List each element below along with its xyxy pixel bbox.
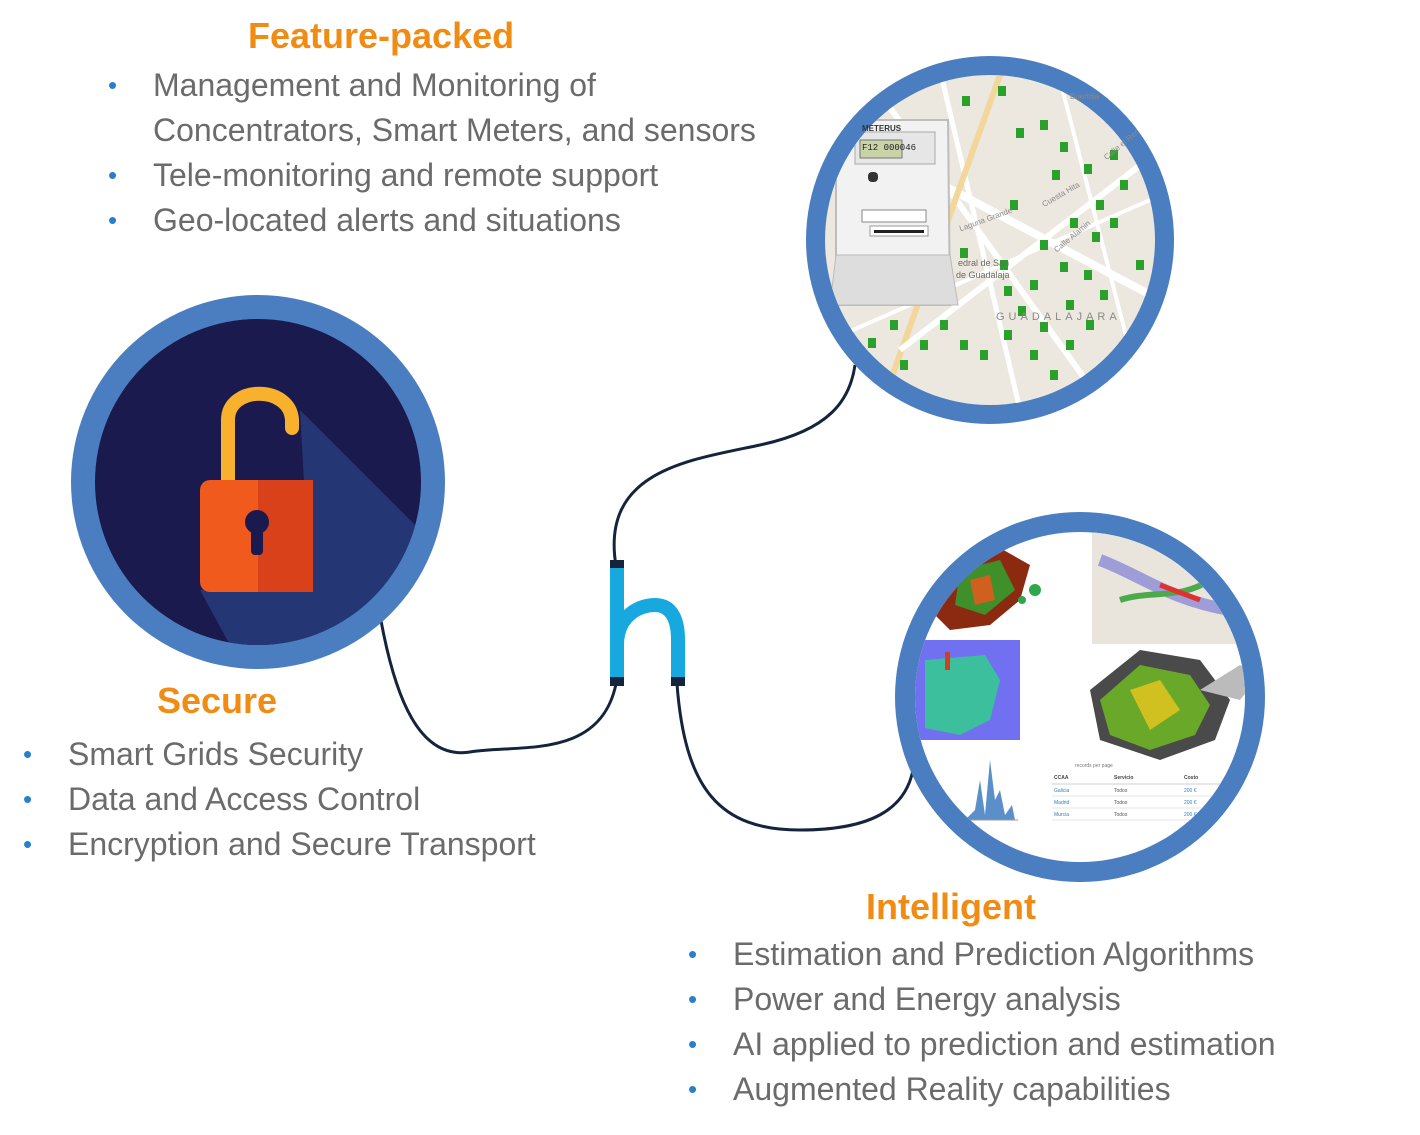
list-item: •AI applied to prediction and estimation: [688, 1022, 1276, 1067]
intelligent-list: •Estimation and Prediction Algorithms •P…: [688, 932, 1276, 1112]
table-cell: Todos: [1114, 812, 1128, 818]
intelligent-heading: Intelligent: [866, 886, 1036, 927]
map-street-label: de Guadalaja: [956, 270, 1010, 280]
bullet-icon: •: [688, 1029, 698, 1059]
list-item: •Data and Access Control: [23, 777, 536, 822]
bullet-icon: •: [108, 70, 118, 100]
table-cell: Todos: [1114, 788, 1128, 794]
bullet-icon: •: [23, 829, 33, 859]
list-item: •Smart Grids Security: [23, 732, 536, 777]
list-item: •Management and Monitoring of Concentrat…: [108, 63, 813, 153]
map-street-label: edral de San: [958, 258, 1010, 268]
list-item: •Geo-located alerts and situations: [108, 198, 813, 243]
table-header-cell: Servicio: [1114, 775, 1134, 781]
map-markers-icon: [825, 75, 1155, 405]
table-cell: 200 €: [1184, 812, 1197, 818]
list-item: •Tele-monitoring and remote support: [108, 153, 813, 198]
bullet-icon: •: [688, 939, 698, 969]
list-item: •Power and Energy analysis: [688, 977, 1276, 1022]
cable-to-feature-circle: [612, 364, 857, 567]
table-cell: Todos: [1114, 800, 1128, 806]
bullet-icon: •: [108, 160, 118, 190]
meter-brand-label: METERUS: [862, 124, 902, 133]
feature-packed-list: •Management and Monitoring of Concentrat…: [108, 63, 813, 243]
feature-packed-heading: Feature-packed: [248, 15, 515, 56]
bullet-icon: •: [23, 739, 33, 769]
table-cell: 200 €: [1184, 788, 1197, 794]
list-item: •Estimation and Prediction Algorithms: [688, 932, 1276, 977]
bullet-icon: •: [23, 784, 33, 814]
table-cell: Madrid: [1054, 800, 1070, 806]
cable-to-secure-circle: [378, 614, 618, 755]
table-header-cell: Costo: [1184, 775, 1199, 781]
map-city-label: GUADALAJARA: [996, 311, 1121, 323]
bullet-icon: •: [108, 205, 118, 235]
cable-to-intelligent-circle: [675, 683, 915, 832]
secure-heading: Secure: [157, 680, 278, 721]
table-cell: Galicia: [1054, 788, 1070, 794]
list-item: •Augmented Reality capabilities: [688, 1067, 1276, 1112]
smart-meter-icon: [829, 119, 959, 306]
list-item: •Encryption and Secure Transport: [23, 822, 536, 867]
open-padlock-icon: [200, 386, 313, 592]
bullet-icon: •: [688, 984, 698, 1014]
table-header-cell: CCAA: [1054, 775, 1069, 781]
table-cell: Murcia: [1054, 812, 1070, 818]
map-street-label: Buendia: [1070, 92, 1100, 101]
meter-display-value: F12 000046: [862, 143, 917, 153]
table-preview-control: records per page: [1075, 763, 1113, 769]
secure-list: •Smart Grids Security •Data and Access C…: [23, 732, 536, 867]
table-cell: 200 €: [1184, 800, 1197, 806]
bullet-icon: •: [688, 1074, 698, 1104]
